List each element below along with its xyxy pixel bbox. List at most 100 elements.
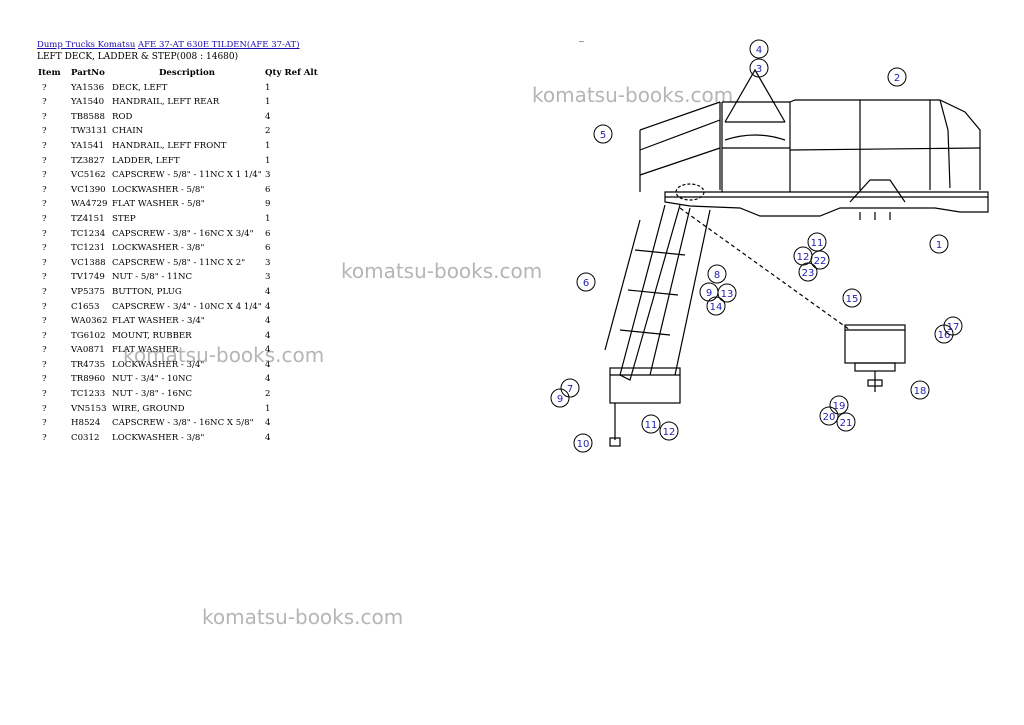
row-alt [304, 227, 321, 242]
row-partno: YA1536 [71, 82, 105, 93]
watermark: komatsu-books.com [341, 259, 543, 283]
callout-circle [910, 380, 930, 400]
row-alt [304, 81, 321, 96]
row-alt [304, 110, 321, 125]
callout-number: 5 [600, 130, 606, 141]
callout-circle [829, 395, 849, 415]
row-description: CAPSCREW - 3/8" - 16NC X 3/4" [112, 228, 254, 239]
row-item: ? [42, 184, 47, 195]
row-alt [304, 387, 321, 402]
row-partno: TW3131 [71, 126, 108, 137]
callout-number: 2 [894, 73, 900, 84]
callout-circle [842, 288, 862, 308]
callout-number: 12 [797, 252, 810, 263]
callout-circle [573, 433, 593, 453]
row-qty: 4 [265, 359, 271, 370]
row-qty: 1 [265, 82, 271, 93]
callout: 10 [573, 433, 593, 453]
row-item: ? [42, 97, 47, 108]
row-description: MOUNT, RUBBER [112, 330, 192, 341]
header-qty: Qty [265, 68, 282, 78]
callout-number: 11 [811, 238, 824, 249]
row-alt [304, 212, 321, 227]
row-item: ? [42, 111, 47, 122]
row-partno: VC1390 [71, 184, 106, 195]
row-description: ROD [112, 111, 133, 122]
diagram-lines [604, 68, 989, 447]
callout-number: 9 [706, 288, 712, 299]
callout: 23 [798, 262, 818, 282]
row-alt [304, 300, 321, 315]
row-partno: TV1749 [71, 272, 105, 283]
row-ref [284, 241, 303, 256]
row-item: ? [42, 403, 47, 414]
row-alt [304, 256, 321, 271]
row-item: ? [42, 374, 47, 385]
row-qty: 1 [265, 403, 271, 414]
callout-circle [560, 378, 580, 398]
callout: 6 [576, 272, 596, 292]
row-qty: 2 [265, 126, 271, 137]
row-description: CAPSCREW - 3/4" - 10NC X 4 1/4" [112, 301, 262, 312]
row-ref [284, 154, 303, 169]
row-alt [304, 154, 321, 169]
row-partno: TC1234 [71, 228, 106, 239]
row-alt [304, 343, 321, 358]
row-qty: 3 [265, 257, 271, 268]
row-item: ? [42, 213, 47, 224]
row-partno: TC1233 [71, 389, 106, 400]
row-alt [304, 241, 321, 256]
row-description: NUT - 3/8" - 16NC [112, 389, 193, 400]
row-item: ? [42, 82, 47, 93]
row-ref [284, 124, 303, 139]
row-alt [304, 314, 321, 329]
row-item: ? [42, 301, 47, 312]
row-alt [304, 168, 321, 183]
callout: 11 [641, 414, 661, 434]
row-ref [284, 343, 303, 358]
parts-table: Item PartNo Description Qty Ref Alt ?YA1… [38, 66, 321, 445]
row-description: FLAT WASHER - 5/8" [112, 199, 205, 210]
row-ref [284, 300, 303, 315]
callout-circle [836, 412, 856, 432]
row-item: ? [42, 359, 47, 370]
row-partno: TZ3827 [71, 155, 105, 166]
row-qty: 4 [265, 316, 271, 327]
callout-number: 4 [756, 45, 762, 56]
row-description: STEP [112, 213, 136, 224]
row-ref [284, 197, 303, 212]
row-ref [284, 110, 303, 125]
callout-number: 16 [938, 330, 951, 341]
row-qty: 1 [265, 140, 271, 151]
parts-table-header: Item PartNo Description Qty Ref Alt [38, 66, 321, 81]
row-qty: 6 [265, 243, 271, 254]
row-description: WIRE, GROUND [112, 403, 185, 414]
callout-number: 7 [567, 384, 573, 395]
callout-number: 21 [840, 418, 853, 429]
callout-number: 3 [756, 64, 762, 75]
callout: 13 [717, 283, 737, 303]
row-qty: 9 [265, 199, 271, 210]
callout-circle [798, 262, 818, 282]
callout: 5 [593, 124, 613, 144]
row-partno: TB8588 [71, 111, 105, 122]
row-ref [284, 81, 303, 96]
callout-number: 23 [802, 268, 815, 279]
row-item: ? [42, 330, 47, 341]
breadcrumb-link-dump-trucks[interactable]: Dump Trucks Komatsu [37, 40, 136, 50]
callout-number: 9 [557, 394, 563, 405]
row-description: NUT - 5/8" - 11NC [112, 272, 193, 283]
breadcrumb-link-model[interactable]: AFE 37-AT 630E TILDEN(AFE 37-AT) [138, 40, 300, 50]
